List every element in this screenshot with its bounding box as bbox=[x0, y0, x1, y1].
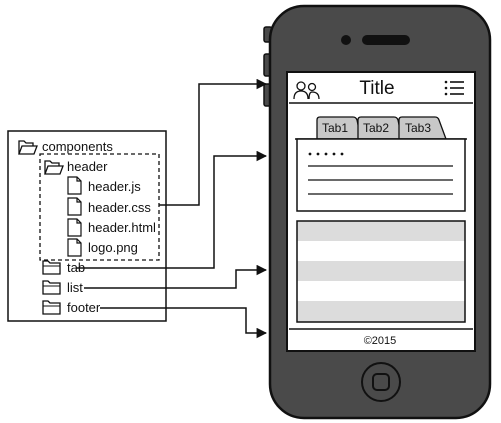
tree-item-components: components bbox=[42, 139, 113, 154]
list-row[interactable] bbox=[297, 261, 465, 281]
tab-3-label: Tab3 bbox=[405, 121, 431, 135]
tab-3[interactable]: Tab3 bbox=[398, 116, 447, 140]
home-button[interactable] bbox=[361, 362, 401, 402]
connector-arrows bbox=[76, 78, 268, 339]
arrow-header-to-title-bar bbox=[159, 78, 268, 206]
tree-item-header-css: header.css bbox=[88, 200, 151, 215]
list-menu-icon[interactable] bbox=[444, 80, 464, 96]
tree-item-header: header bbox=[67, 159, 108, 174]
tab-1-label: Tab1 bbox=[322, 121, 348, 135]
arrow-list-to-list bbox=[84, 264, 268, 289]
tree-item-header-js: header.js bbox=[88, 179, 141, 194]
tab-1[interactable]: Tab1 bbox=[316, 116, 362, 140]
list-row[interactable] bbox=[297, 221, 465, 241]
file-icon bbox=[67, 238, 82, 257]
file-icon bbox=[67, 197, 82, 216]
tree-panel-border bbox=[7, 130, 167, 322]
file-icon bbox=[67, 218, 82, 237]
header-group-dashed-box bbox=[39, 153, 160, 261]
phone-camera bbox=[341, 35, 351, 45]
tab-2-label: Tab2 bbox=[363, 121, 389, 135]
component-tree-panel: components header header.js header.css h… bbox=[7, 130, 167, 322]
list-row[interactable] bbox=[297, 301, 465, 322]
list-panel bbox=[296, 220, 466, 323]
users-icon[interactable] bbox=[293, 81, 320, 100]
dots-indicator bbox=[308, 152, 344, 156]
folder-icon bbox=[42, 280, 61, 295]
arrow-tab-to-tabs bbox=[76, 150, 268, 269]
tab-content-panel bbox=[296, 138, 466, 212]
folder-open-icon bbox=[18, 140, 38, 155]
phone-speaker bbox=[362, 35, 410, 45]
list-row[interactable] bbox=[297, 281, 465, 301]
phone-mockup: Title Tab1 Tab2 Tab3 bbox=[263, 4, 492, 420]
screen-footer-text: ©2015 bbox=[364, 335, 397, 347]
tree-item-list: list bbox=[67, 280, 83, 295]
arrow-footer-to-footer bbox=[100, 307, 268, 339]
screen-title: Title bbox=[359, 78, 394, 99]
tree-item-logo-png: logo.png bbox=[88, 240, 138, 255]
tree-item-header-html: header.html bbox=[88, 220, 156, 235]
folder-icon bbox=[42, 300, 61, 315]
list-row[interactable] bbox=[297, 241, 465, 261]
list-border bbox=[296, 220, 466, 323]
tab-2[interactable]: Tab2 bbox=[357, 116, 403, 140]
folder-icon bbox=[42, 260, 61, 275]
tree-item-footer: footer bbox=[67, 300, 101, 315]
home-button-icon bbox=[372, 373, 390, 391]
file-icon bbox=[67, 176, 82, 195]
folder-open-icon bbox=[44, 160, 64, 175]
